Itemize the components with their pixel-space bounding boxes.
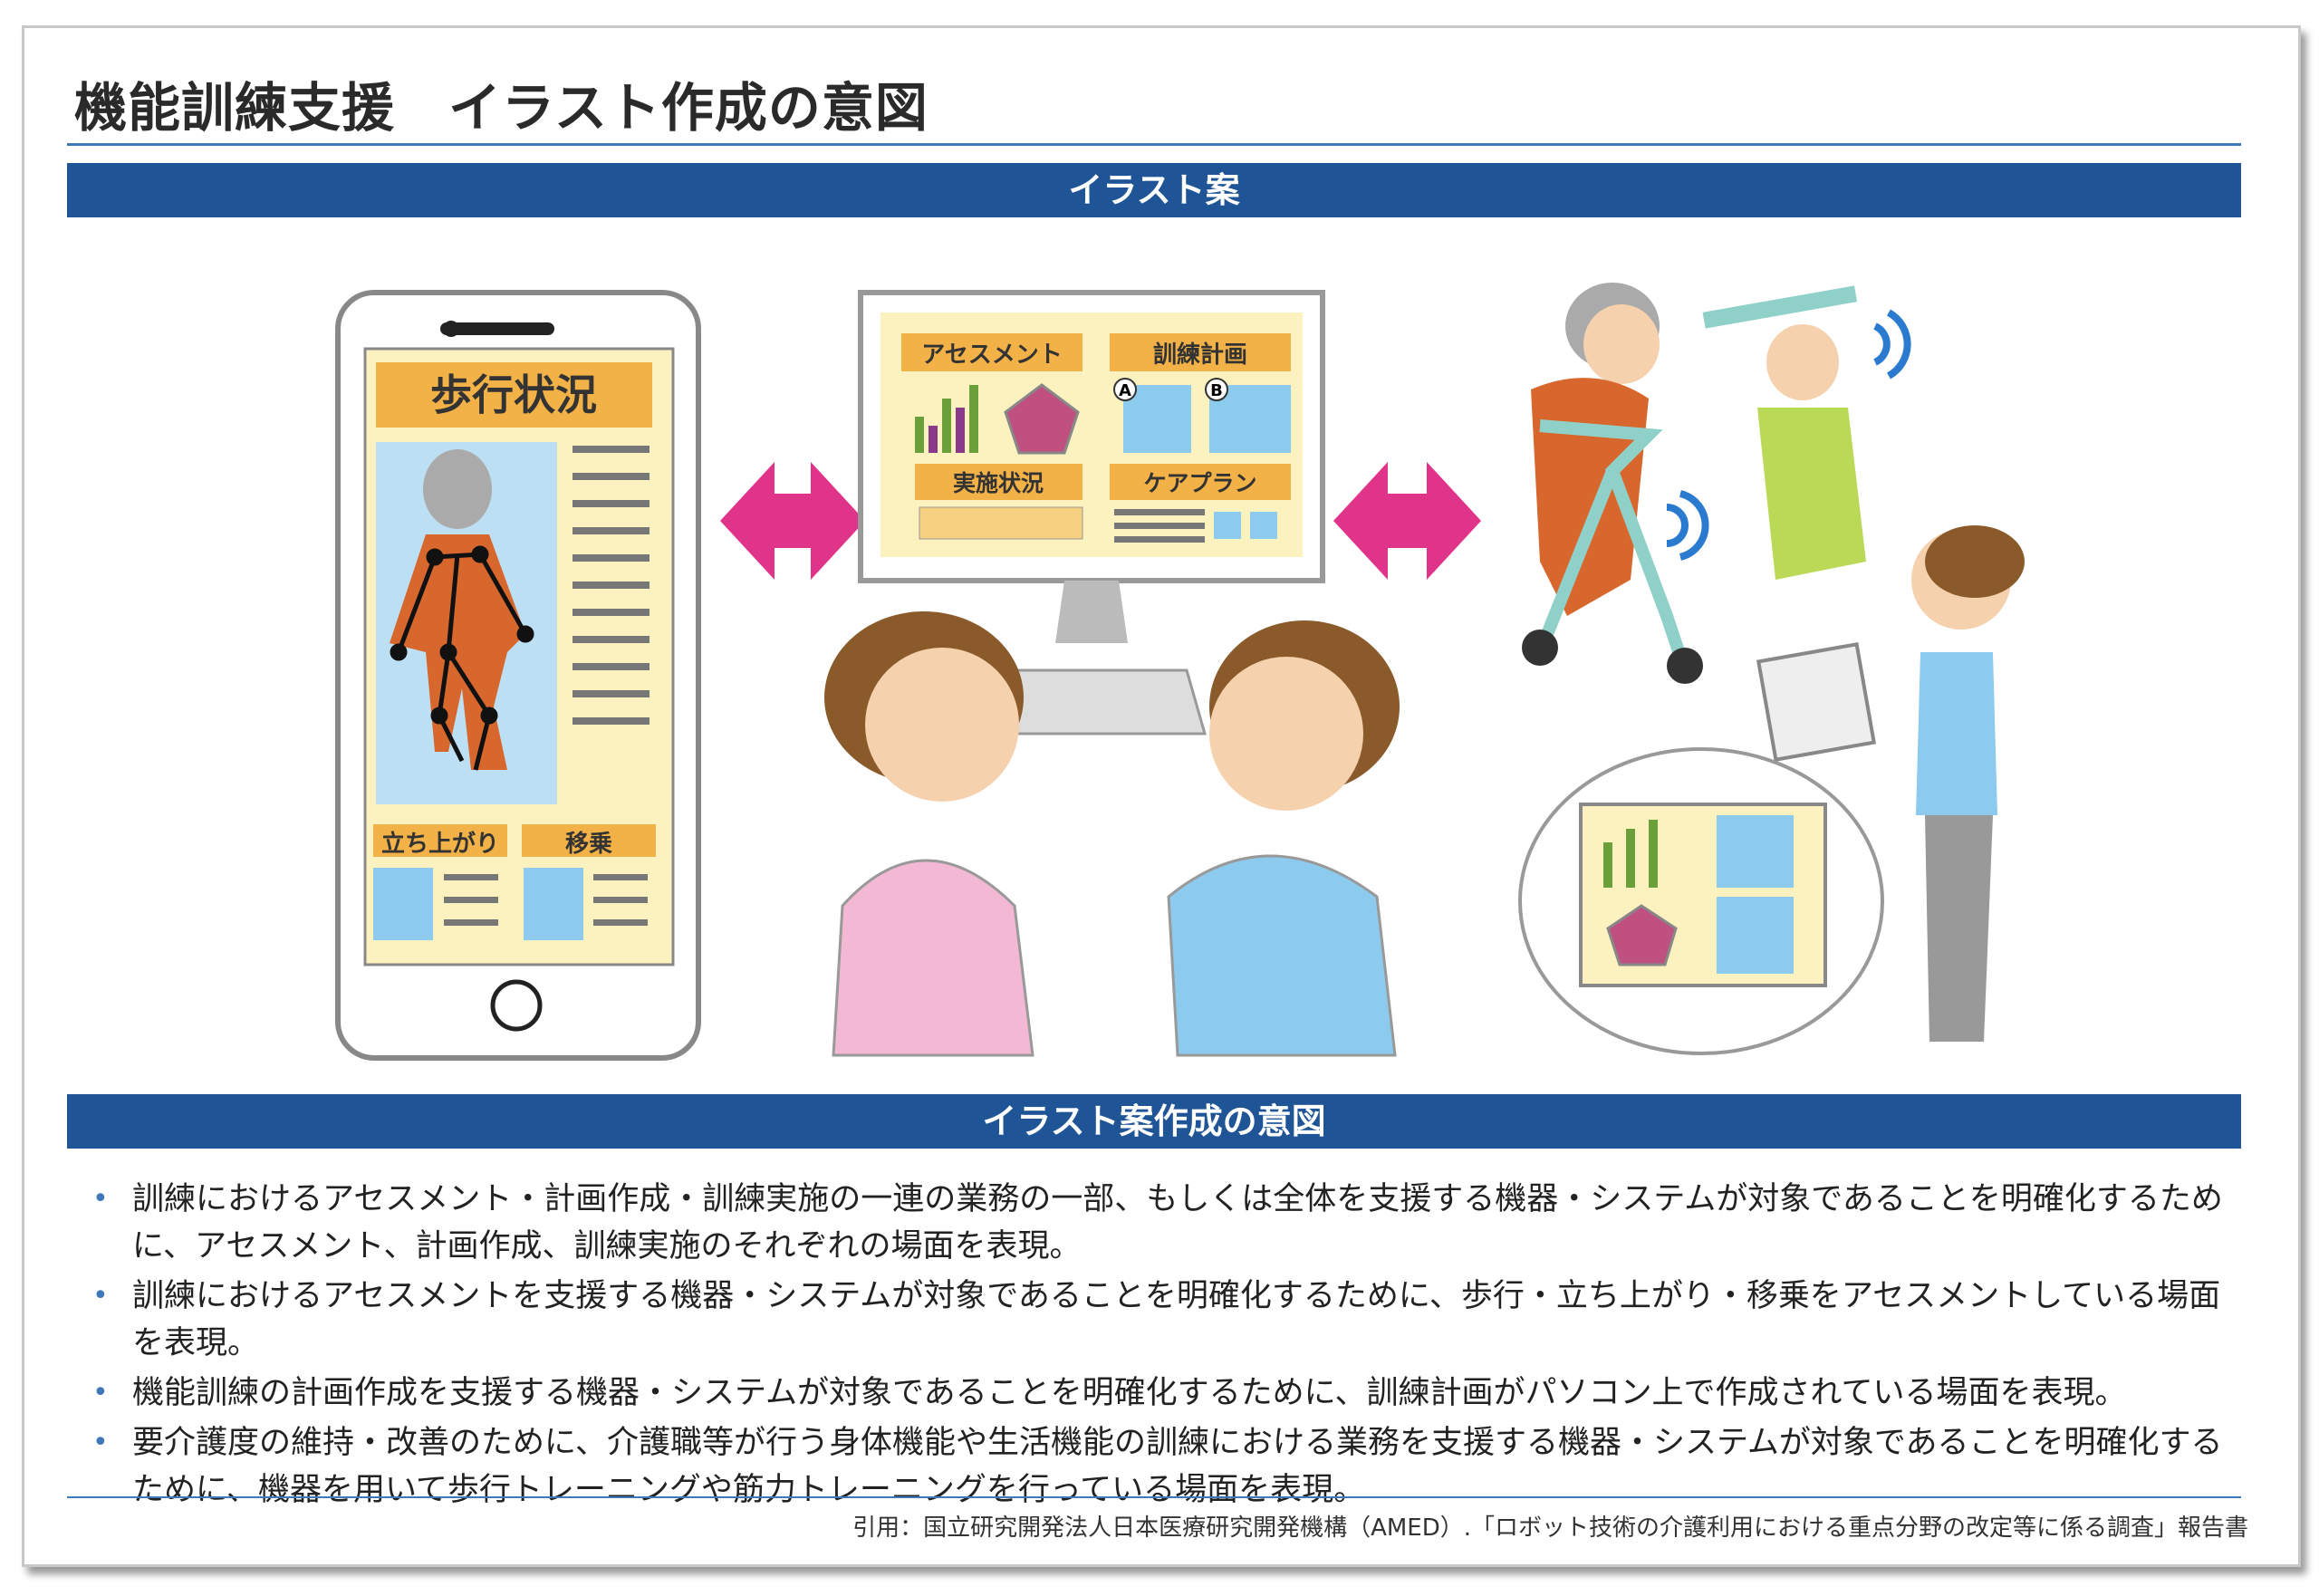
bullet-icon: • [92,1183,109,1215]
phone-header-label: 歩行状況 [430,370,597,419]
bullet-item: • 要介護度の維持・改善のために、介護職等が行う身体機能や生活機能の訓練における業… [91,1419,2228,1514]
bullet-item: • 機能訓練の計画作成を支援する機器・システムが対象であることを明確化するために、… [91,1370,2228,1417]
signal-icon [1666,490,1709,561]
bullet-icon: • [92,1427,109,1458]
monitor-careplan-label: ケアプラン [1143,470,1256,496]
bullet-text: 機能訓練の計画作成を支援する機器・システムが対象であることを明確化するために、訓… [132,1375,2127,1411]
smartphone-illustration: 歩行状況 立ち上がり 移乗 [335,290,701,1061]
intent-bullet-list: • 訓練におけるアセスメント・計画作成・訓練実施の一連の業務の一部、もしくは全体を… [91,1176,2228,1516]
home-button-icon [490,979,543,1032]
label-a: A [1119,381,1131,400]
computer-monitor-illustration: アセスメント 訓練計画 A B 実施状況 ケアプラン [858,290,1325,736]
phone-tab-standing: 立ち上がり [381,830,499,858]
signal-icon-2 [1873,309,1911,380]
bullet-icon: • [92,1377,109,1409]
bullet-icon: • [92,1280,109,1312]
bullet-text: 要介護度の維持・改善のために、介護職等が行う身体機能や生活機能の訓練における業務… [132,1425,2223,1508]
illustration-banner: イラスト案 [67,163,2241,217]
footer-divider [67,1496,2241,1498]
double-arrow-left-icon [720,462,865,580]
bullet-text: 訓練におけるアセスメントを支援する機器・システムが対象であることを明確化するため… [132,1278,2221,1361]
bullet-text: 訓練におけるアセスメント・計画作成・訓練実施の一連の業務の一部、もしくは全体を支… [132,1181,2223,1264]
citation: 引用：国立研究開発法人日本医療研究開発機構（AMED）.「ロボット技術の介護利用… [852,1514,2248,1542]
intent-banner: イラスト案作成の意図 [67,1094,2241,1149]
monitor-status-label: 実施状況 [953,470,1044,496]
training-scene-illustration [1518,283,2025,1055]
bullet-item: • 訓練におけるアセスメント・計画作成・訓練実施の一連の業務の一部、もしくは全体を… [91,1176,2228,1270]
double-arrow-right-icon [1333,462,1481,580]
title-divider [67,143,2241,146]
label-b: B [1210,381,1223,400]
bullet-item: • 訓練におけるアセスメントを支援する機器・システムが対象であることを明確化するた… [91,1273,2228,1367]
phone-tab-transfer: 移乗 [565,831,612,858]
illustration: 歩行状況 立ち上がり 移乗 アセスメント 訓練計画 [335,283,2025,1061]
staff-illustration [824,611,1400,1057]
monitor-plan-label: 訓練計画 [1153,341,1247,369]
page-title: 機能訓練支援 イラスト作成の意図 [74,77,929,139]
monitor-assessment-label: アセスメント [921,341,1062,369]
